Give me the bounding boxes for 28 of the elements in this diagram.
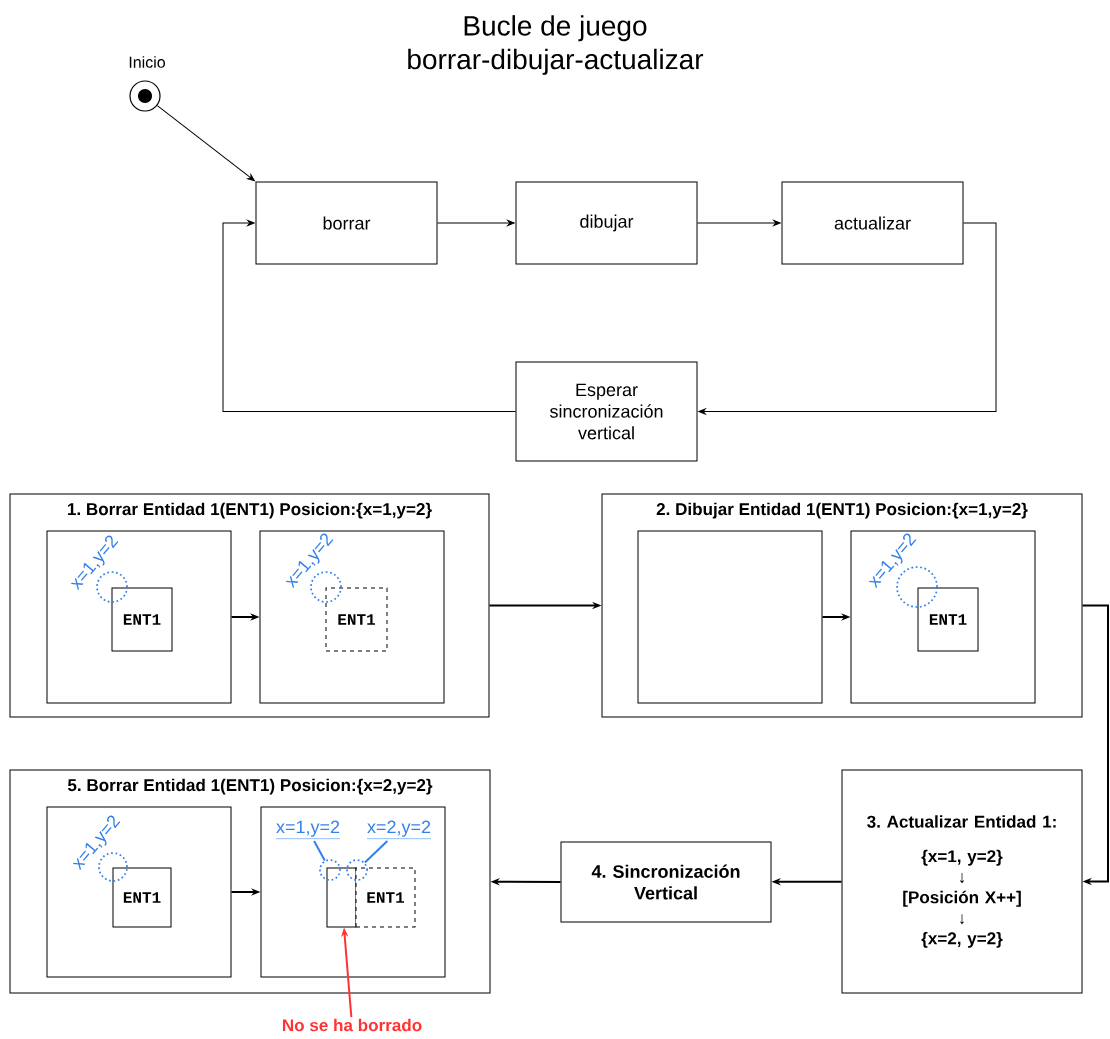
arrow: [698, 222, 997, 415]
leader-line: [313, 840, 326, 862]
erased-remnant-box: [326, 867, 357, 928]
arrow: [156, 105, 255, 182]
arrow: [1081, 604, 1109, 886]
screen-box: [637, 530, 823, 704]
process-box: borrar: [255, 181, 438, 265]
arrow: [697, 219, 781, 227]
arrow: [222, 219, 516, 412]
position-label: x=2,y=2: [366, 820, 432, 839]
process-box: Esperar sincronización vertical: [515, 361, 698, 462]
process-box: 4. Sincronización Vertical: [560, 841, 772, 923]
position-marker: [319, 859, 341, 881]
leader-line: [363, 840, 389, 864]
entity-box: ENT1: [917, 587, 979, 652]
note-text: No se ha borrado: [283, 1018, 422, 1032]
entity-box: ENT1: [112, 867, 172, 928]
step-panel: 3. Actualizar Entidad 1: {x=1, y=2} ↓ [Posición X++] ↓ {x=2, y=2}: [841, 769, 1083, 994]
arrow: [437, 219, 515, 227]
entity-box: ENT1: [111, 587, 173, 652]
process-box: dibujar: [515, 181, 698, 265]
diagram-title: Bucle de juego borrar-dibujar-actualizar: [408, 15, 704, 75]
position-marker: [346, 859, 368, 881]
start-label: Inicio: [129, 56, 165, 68]
entity-box: ENT1: [325, 587, 388, 652]
process-box: actualizar: [781, 181, 964, 265]
position-label: x=1,y=2: [275, 820, 341, 839]
entity-box: ENT1: [355, 867, 416, 928]
